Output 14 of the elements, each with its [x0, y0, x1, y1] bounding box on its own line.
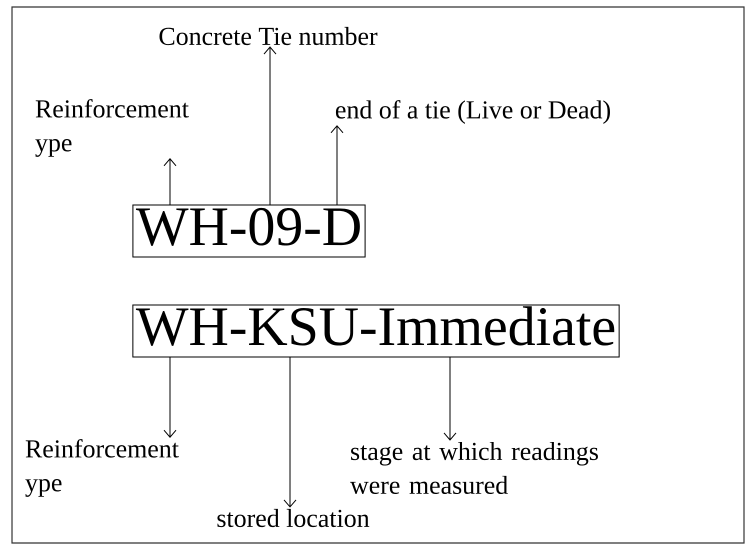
arrow	[164, 357, 176, 438]
annotation-text: stage at which readings were measured	[350, 442, 598, 494]
arrow	[264, 46, 276, 205]
arrow	[330, 125, 344, 205]
annotation-text: Concrete Tie number	[159, 26, 378, 46]
arrow	[284, 357, 296, 508]
code-box: WH-09-D	[132, 204, 366, 258]
annotation-text: end of a tie (Live or Dead)	[336, 100, 610, 124]
annotation-text: Reinforcement ype	[25, 439, 179, 497]
annotation-text: stored location	[217, 508, 370, 528]
code-box: WH-KSU-Immediate	[132, 304, 620, 358]
annotation-text: Reinforcement ype	[35, 99, 189, 157]
arrow	[164, 158, 176, 205]
arrow	[444, 357, 456, 441]
